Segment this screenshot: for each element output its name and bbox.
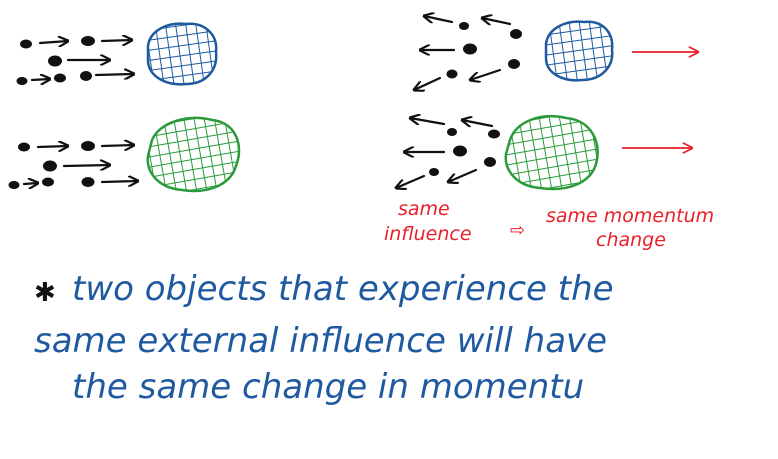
statement-line-3: the same change in momentu xyxy=(72,367,584,407)
annotation-change: change xyxy=(596,229,666,251)
rebounding-particles-bottom-right xyxy=(396,118,500,188)
statement-bullet: ✱ xyxy=(34,278,56,308)
statement-line-1: two objects that experience the xyxy=(72,269,614,309)
incoming-particles-top-left xyxy=(16,36,135,85)
statement-line-2: same external influence will have xyxy=(34,321,607,361)
blue-object-top-right xyxy=(544,20,614,82)
rebounding-particles-top-right xyxy=(414,16,522,90)
green-object-bottom-right xyxy=(504,115,599,191)
annotation-influence: influence xyxy=(384,223,472,245)
green-object-bottom-left xyxy=(146,116,241,193)
incoming-particles-bottom-left xyxy=(8,141,139,189)
annotation-implies-arrow: ⇨ xyxy=(510,220,525,241)
annotation-same-momentum: same momentum xyxy=(546,205,714,227)
annotation-same-left: same xyxy=(398,198,450,220)
blue-object-top-left xyxy=(146,22,218,86)
